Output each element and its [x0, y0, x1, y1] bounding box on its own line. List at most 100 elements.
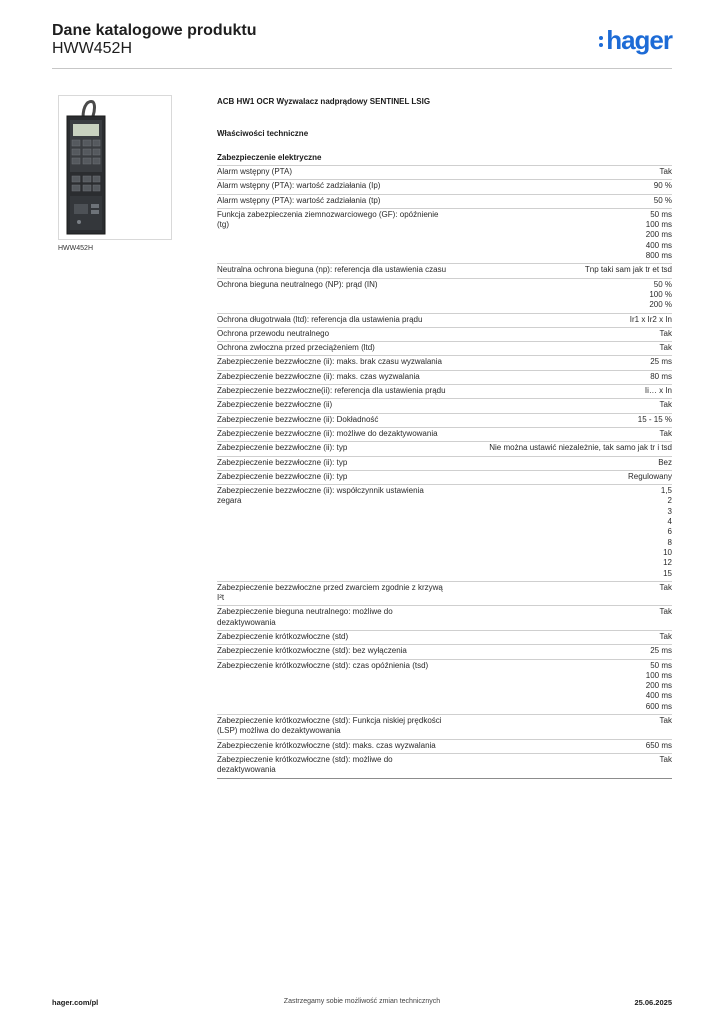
property-label: Zabezpieczenie bezzwłoczne(ii): referenc…: [217, 386, 446, 396]
property-label: Zabezpieczenie bezzwłoczne (ii): możliwe…: [217, 428, 438, 438]
property-value: Tak: [457, 427, 672, 441]
property-label: Zabezpieczenie krótkozwłoczne (std): mak…: [217, 740, 436, 750]
property-value-line: Tnp taki sam jak tr et tsd: [584, 265, 672, 275]
property-value-line: 1,5: [660, 486, 672, 496]
table-row: Zabezpieczenie bezzwłoczne (ii): maks. b…: [217, 355, 672, 370]
table-row: Zabezpieczenie bezzwłoczne przed zwarcie…: [217, 581, 672, 606]
table-row: Zabezpieczenie krótkozwłoczne (std): moż…: [217, 753, 672, 779]
document-title: Dane katalogowe produktu: [52, 22, 257, 39]
table-row: Zabezpieczenie bezzwłoczne (ii) Tak: [217, 398, 672, 413]
table-row: Zabezpieczenie bezzwłoczne (ii): możliwe…: [217, 427, 672, 441]
property-value-line: 650 ms: [645, 740, 672, 750]
property-value-line: 25 ms: [650, 646, 672, 656]
property-label: Zabezpieczenie krótkozwłoczne (std): Fun…: [217, 716, 442, 736]
logo-text: hager: [606, 25, 673, 55]
property-value-line: 90 %: [653, 181, 672, 191]
property-label: Zabezpieczenie krótkozwłoczne (std): cza…: [217, 660, 429, 670]
property-value-line: 50 ms: [650, 660, 672, 670]
property-label: Ochrona bieguna neutralnego (NP): prąd (…: [217, 279, 378, 289]
property-label: Zabezpieczenie bezzwłoczne (ii): typ: [217, 457, 348, 467]
table-row: Ochrona przewodu neutralnego Tak: [217, 327, 672, 341]
table-row: Zabezpieczenie krótkozwłoczne (std) Tak: [217, 630, 672, 644]
property-value-line: 100 %: [649, 289, 672, 299]
property-value: Tak: [457, 753, 672, 778]
hager-logo: hager: [599, 24, 673, 56]
table-row: Zabezpieczenie krótkozwłoczne (std): mak…: [217, 739, 672, 753]
property-value-line: Nie można ustawić niezależnie, tak samo …: [489, 443, 672, 453]
property-value: Ir1 x Ir2 x In: [457, 313, 672, 327]
property-label: Zabezpieczenie bezzwłoczne (ii): [217, 400, 333, 410]
table-row: Zabezpieczenie krótkozwłoczne (std): Fun…: [217, 714, 672, 740]
property-value: Bez: [457, 456, 672, 470]
property-value: 25 ms: [457, 356, 672, 370]
property-value: Regulowany: [457, 470, 672, 484]
property-label: Zabezpieczenie bezzwłoczne (ii): współcz…: [217, 486, 424, 506]
property-label: Neutralna ochrona bieguna (np): referenc…: [217, 265, 447, 275]
table-row: Zabezpieczenie bezzwłoczne (ii): maks. c…: [217, 370, 672, 384]
property-value-line: Ir1 x Ir2 x In: [629, 314, 672, 324]
table-row: Funkcja zabezpieczenia ziemnozwarciowego…: [217, 208, 672, 263]
property-value-line: 4: [667, 517, 672, 527]
property-value: 15 - 15 %: [457, 413, 672, 427]
property-value: 650 ms: [457, 739, 672, 753]
property-value-line: Tak: [659, 754, 672, 764]
property-label: Zabezpieczenie bezzwłoczne przed zwarcie…: [217, 582, 443, 603]
table-row: Neutralna ochrona bieguna (np): referenc…: [217, 263, 672, 278]
property-value-line: 200 ms: [645, 230, 672, 240]
table-row: Zabezpieczenie krótkozwłoczne (std): cza…: [217, 659, 672, 714]
property-value: Tak: [457, 630, 672, 644]
property-value-line: 3: [667, 506, 672, 516]
property-value: Tak: [457, 166, 672, 180]
property-label: Ochrona przewodu neutralnego: [217, 328, 330, 338]
property-label: Funkcja zabezpieczenia ziemnozwarciowego…: [217, 209, 439, 230]
property-value: Nie można ustawić niezależnie, tak samo …: [457, 442, 672, 456]
property-value: Tak: [457, 327, 672, 341]
property-label: Alarm wstępny (PTA): wartość zadziałania…: [217, 195, 381, 205]
product-image: [58, 95, 172, 240]
trip-unit-icon: [59, 96, 171, 239]
property-value-line: 200 ms: [645, 681, 672, 691]
property-label: Zabezpieczenie krótkozwłoczne (std): moż…: [217, 754, 393, 775]
property-label: Zabezpieczenie bieguna neutralnego: możl…: [217, 607, 393, 627]
property-value-line: Ii… x In: [644, 386, 672, 396]
property-value-line: 8: [667, 537, 672, 547]
table-row: Alarm wstępny (PTA)Tak: [217, 165, 672, 180]
property-label: Zabezpieczenie bezzwłoczne (ii): maks. b…: [217, 357, 442, 367]
property-value-line: Regulowany: [627, 471, 672, 481]
footer-notice: Zastrzegamy sobie możliwość zmian techni…: [283, 998, 441, 1005]
property-value-line: 600 ms: [645, 701, 672, 711]
property-value: Tak: [457, 715, 672, 740]
table-row: Zabezpieczenie bezzwłoczne (ii): typ Bez: [217, 456, 672, 470]
logo-dots-icon: [599, 35, 604, 47]
section-technical-title: Właściwości techniczne: [217, 129, 309, 138]
property-value-line: Bez: [658, 457, 672, 467]
property-label: Zabezpieczenie bezzwłoczne (ii): maks. c…: [217, 371, 420, 381]
footer-website[interactable]: hager.com/pl: [52, 998, 99, 1007]
property-value: Ii… x In: [457, 385, 672, 399]
table-row: Ochrona zwłoczna przed przeciążeniem (lt…: [217, 341, 672, 356]
table-row: Ochrona bieguna neutralnego (NP): prąd (…: [217, 278, 672, 313]
property-value-line: 80 ms: [650, 371, 672, 381]
property-value-line: 50 %: [653, 279, 672, 289]
property-value-line: 6: [667, 527, 672, 537]
property-value: Tak: [457, 399, 672, 413]
property-value-line: 12: [663, 558, 672, 568]
property-value-line: 50 %: [653, 195, 672, 205]
property-value: 25 ms: [457, 645, 672, 659]
header-divider: [52, 68, 672, 69]
table-row: Alarm wstępny (PTA): wartość zadziałania…: [217, 194, 672, 208]
table-row: Alarm wstępny (PTA): wartość zadziałania…: [217, 179, 672, 194]
product-code: HWW452H: [52, 40, 133, 57]
property-value-line: Tak: [659, 631, 672, 641]
product-image-caption: HWW452H: [58, 245, 94, 252]
property-value-line: Tak: [659, 400, 672, 410]
property-label: Ochrona zwłoczna przed przeciążeniem (lt…: [217, 343, 375, 353]
property-label: Zabezpieczenie bezzwłoczne (ii): Dokładn…: [217, 414, 379, 424]
property-value: 50 %: [457, 194, 672, 208]
table-row: Zabezpieczenie bezzwłoczne (ii): współcz…: [217, 484, 672, 582]
property-label: Zabezpieczenie krótkozwłoczne (std): [217, 631, 349, 641]
property-label: Alarm wstępny (PTA): wartość zadziałania…: [217, 181, 381, 191]
section-electrical-title: Zabezpieczenie elektryczne: [217, 153, 322, 162]
